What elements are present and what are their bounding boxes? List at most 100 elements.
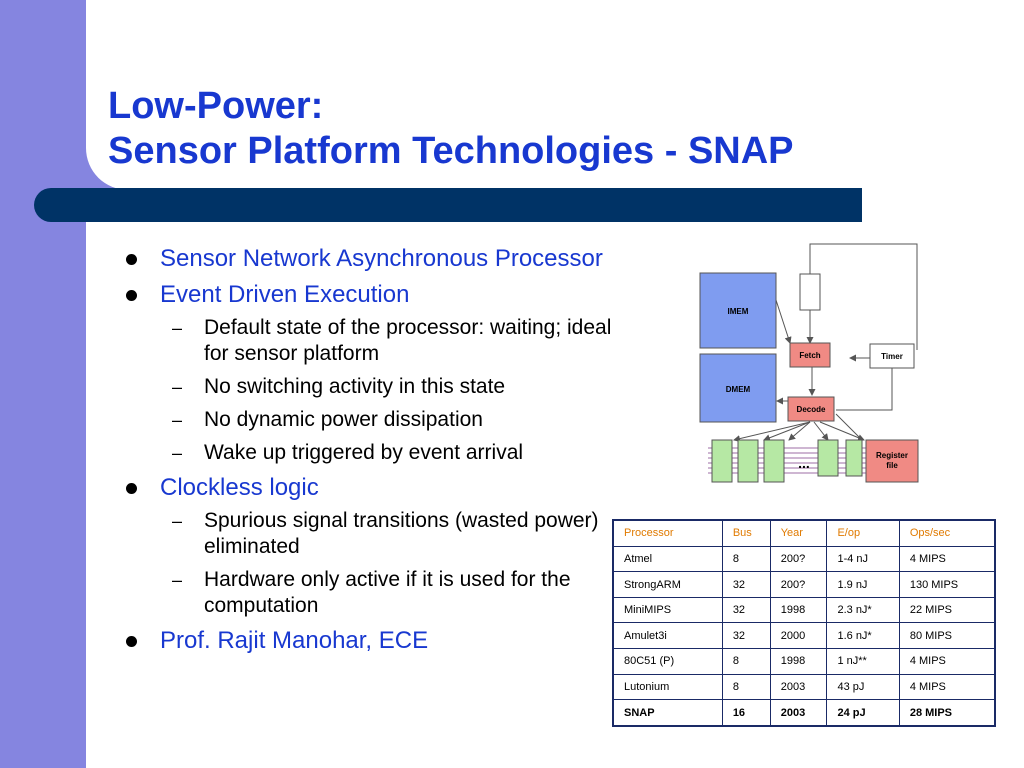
title-divider-bar <box>34 188 862 222</box>
table-cell: 4 MIPS <box>898 648 996 675</box>
table-cell: 4 MIPS <box>898 545 996 573</box>
register-file-block: Register file <box>865 439 919 483</box>
bullet-text: Prof. Rajit Manohar, ECE <box>160 627 429 654</box>
sub-bullet-item: – Default state of the processor: waiting… <box>122 315 612 367</box>
imem-label: IMEM <box>728 307 749 316</box>
dash-marker: – <box>172 511 183 531</box>
sub-bullet-text: Spurious signal transitions (wasted powe… <box>204 509 599 558</box>
sub-bullet-list: – Spurious signal transitions (wasted pow… <box>160 508 612 619</box>
table-cell: MiniMIPS <box>612 596 723 624</box>
sub-bullet-item: – Spurious signal transitions (wasted pow… <box>122 508 612 560</box>
sub-bullet-item: – Wake up triggered by event arrival <box>122 440 612 466</box>
bullet-item: Clockless logic – Spurious signal transiti… <box>122 473 612 619</box>
table-header-cell: Ops/sec <box>898 519 996 547</box>
pc-block <box>799 273 821 311</box>
table-cell: 8 <box>721 673 771 701</box>
table-cell: 4 MIPS <box>898 673 996 701</box>
table-cell: 32 <box>721 571 771 598</box>
register-bus <box>708 447 870 474</box>
table-cell: 1998 <box>769 596 828 624</box>
table-cell: 1 nJ** <box>826 648 900 675</box>
table-header-cell: Processor <box>612 519 723 547</box>
bullet-dot <box>126 254 137 265</box>
table-cell: 80C51 (P) <box>612 648 723 675</box>
table-cell: 2000 <box>769 622 828 650</box>
table-header-cell: Year <box>769 519 828 547</box>
sub-bullet-item: – Hardware only active if it is used for … <box>122 567 612 619</box>
fetch-label: Fetch <box>799 351 820 360</box>
decode-label: Decode <box>797 405 826 414</box>
table-cell: 8 <box>721 545 771 573</box>
table-cell: Amulet3i <box>612 622 723 650</box>
table-cell: 16 <box>721 699 771 727</box>
dash-marker: – <box>172 410 183 430</box>
imem-block: IMEM <box>699 272 777 349</box>
sub-bullet-text: No switching activity in this state <box>204 375 506 398</box>
timer-block: Timer <box>869 343 915 369</box>
title-line-2: Sensor Platform Technologies - SNAP <box>108 130 794 172</box>
fetch-block: Fetch <box>789 342 831 368</box>
table-cell: StrongARM <box>612 571 723 598</box>
table-cell: 2003 <box>769 699 828 727</box>
bullet-dot <box>126 290 137 301</box>
table-cell: 28 MIPS <box>898 699 996 727</box>
register-label-2: file <box>886 461 898 470</box>
table-cell: 1.9 nJ <box>826 571 900 598</box>
table-cell: 2003 <box>769 673 828 701</box>
table-cell: 1998 <box>769 648 828 675</box>
table-cell: Lutonium <box>612 673 723 701</box>
table-cell: 200? <box>769 545 828 573</box>
table-cell: SNAP <box>612 699 723 727</box>
bullet-item: Prof. Rajit Manohar, ECE <box>122 626 612 655</box>
table-cell: 2.3 nJ* <box>826 596 900 624</box>
bullet-text: Event Driven Execution <box>160 281 410 308</box>
table-cell: 1-4 nJ <box>826 545 900 573</box>
sub-bullet-text: Default state of the processor: waiting;… <box>204 316 612 365</box>
execution-units <box>711 439 863 483</box>
dmem-label: DMEM <box>726 385 751 394</box>
register-label-1: Register <box>876 451 908 460</box>
table-cell: 32 <box>721 596 771 624</box>
bullet-dot <box>126 636 137 647</box>
table-cell: 1.6 nJ* <box>826 622 900 650</box>
bullet-item: Event Driven Execution – Default state of … <box>122 280 612 466</box>
ellipsis-label: ... <box>798 455 810 471</box>
sub-bullet-text: Hardware only active if it is used for t… <box>204 568 571 617</box>
dash-marker: – <box>172 443 183 463</box>
table-cell: 32 <box>721 622 771 650</box>
table-header-cell: E/op <box>826 519 900 547</box>
dmem-block: DMEM <box>699 353 777 423</box>
bullet-text: Clockless logic <box>160 474 319 501</box>
table-cell: 24 pJ <box>826 699 900 727</box>
table-header-cell: Bus <box>721 519 771 547</box>
slide-title: Low-Power: Sensor Platform Technologies … <box>108 84 794 174</box>
snap-architecture-diagram: IMEM DMEM Fetch Timer Decode ... Registe… <box>699 243 919 483</box>
table-cell: 80 MIPS <box>898 622 996 650</box>
bullet-item: Sensor Network Asynchronous Processor <box>122 244 612 273</box>
table-cell: 22 MIPS <box>898 596 996 624</box>
sub-bullet-item: –No switching activity in this state <box>122 374 612 400</box>
dash-marker: – <box>172 570 183 590</box>
sub-bullet-text: No dynamic power dissipation <box>204 408 483 431</box>
sub-bullet-list: – Default state of the processor: waiting… <box>160 315 612 466</box>
dash-marker: – <box>172 318 183 338</box>
title-area <box>86 0 1024 190</box>
sub-bullet-item: – No dynamic power dissipation <box>122 407 612 433</box>
sub-bullet-text: Wake up triggered by event arrival <box>204 441 524 464</box>
table-cell: 200? <box>769 571 828 598</box>
table-cell: 8 <box>721 648 771 675</box>
diagram-connectors <box>733 243 918 443</box>
bullet-dot <box>126 483 137 494</box>
table-cell: Atmel <box>612 545 723 573</box>
decode-block: Decode <box>787 396 835 422</box>
timer-label: Timer <box>881 352 903 361</box>
